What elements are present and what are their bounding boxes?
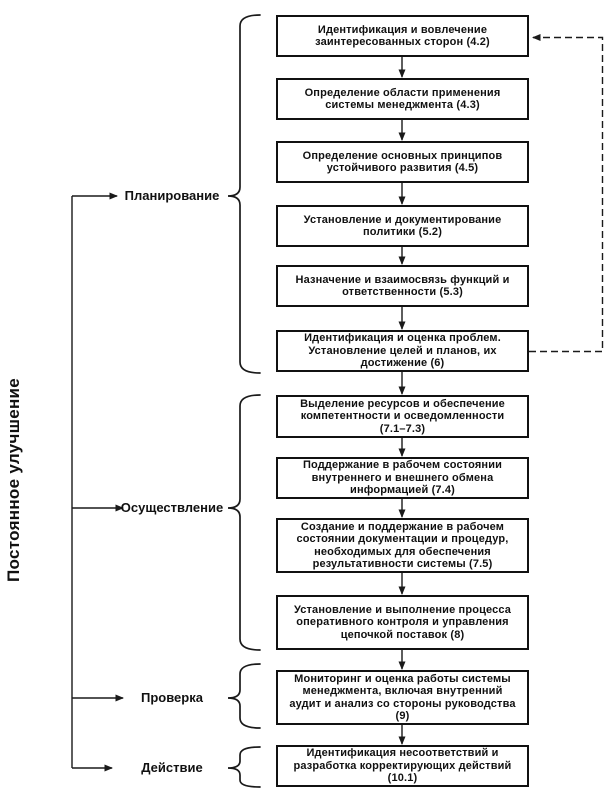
brace-check [227, 663, 261, 729]
process-box-4-2: Идентификация и вовлечение заинтересован… [276, 15, 529, 57]
continuous-improvement-label: Постоянное улучшение [4, 377, 23, 583]
process-box-text: Идентификация и вовлечение заинтересован… [315, 23, 490, 49]
brace-implementation [227, 394, 261, 651]
feedback-dashed-arrow [529, 34, 604, 353]
process-box-text: Выделение ресурсов и обеспечение компете… [300, 397, 505, 435]
process-box-4-5: Определение основных принципов устойчиво… [276, 141, 529, 183]
process-box-9: Мониторинг и оценка работы системы менед… [276, 670, 529, 725]
process-box-8: Установление и выполнение процесса опера… [276, 595, 529, 650]
phase-label-implementation: Осуществление [120, 500, 224, 515]
process-box-text: Создание и поддержание в рабочем состоян… [296, 520, 509, 571]
phase-label-planning: Планирование [124, 188, 220, 203]
process-box-5-2: Установление и документирование политики… [276, 205, 529, 247]
phase-braces [227, 14, 261, 788]
process-box-7-5: Создание и поддержание в рабочем состоян… [276, 518, 529, 573]
process-box-7-1-7-3: Выделение ресурсов и обеспечение компете… [276, 395, 529, 438]
phase-label-check: Проверка [141, 690, 203, 705]
process-box-text: Идентификация и оценка проблем. Установл… [304, 332, 501, 370]
process-box-text: Поддержание в рабочем состоянии внутренн… [302, 459, 503, 497]
process-box-5-3: Назначение и взаимосвязь функций и ответ… [276, 265, 529, 307]
process-box-text: Идентификация несоответствий и разработк… [293, 747, 512, 785]
cycle-spine-and-arrows [71, 192, 124, 772]
process-box-7-4: Поддержание в рабочем состоянии внутренн… [276, 457, 529, 499]
process-box-text: Определение основных принципов устойчиво… [302, 149, 503, 175]
brace-action [227, 746, 261, 788]
process-box-10-1: Идентификация несоответствий и разработк… [276, 745, 529, 787]
phase-label-action: Действие [141, 760, 203, 775]
process-box-4-3: Определение области применения системы м… [276, 78, 529, 120]
process-box-text: Определение области применения системы м… [304, 86, 501, 112]
process-box-text: Мониторинг и оценка работы системы менед… [289, 672, 516, 723]
process-box-text: Назначение и взаимосвязь функций и ответ… [295, 273, 510, 299]
process-box-text: Установление и выполнение процесса опера… [293, 603, 512, 641]
process-box-text: Установление и документирование политики… [303, 213, 502, 239]
brace-planning [227, 14, 261, 374]
process-box-6: Идентификация и оценка проблем. Установл… [276, 330, 529, 372]
